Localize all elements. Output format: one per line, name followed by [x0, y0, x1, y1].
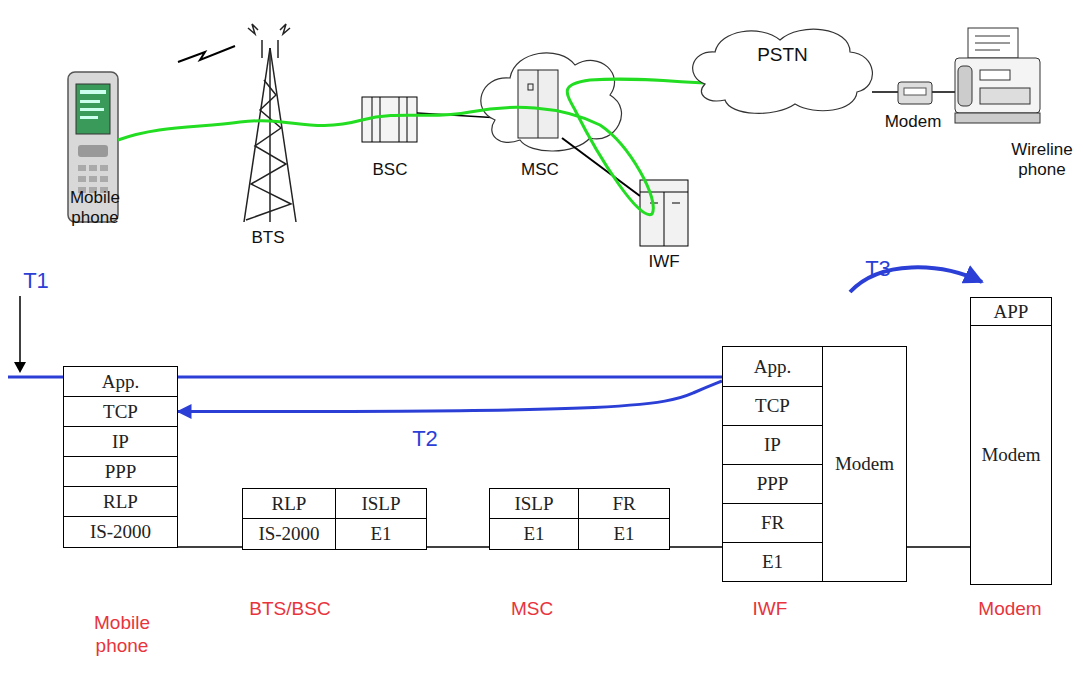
device-label: Mobile phone [55, 188, 135, 229]
device-label: BSC [360, 160, 420, 180]
t1-pointer-head [14, 362, 26, 373]
node-text: ISLP [361, 493, 400, 515]
wire [562, 138, 640, 196]
node-text: Modem [981, 444, 1040, 466]
protocol-layer-box: APP [970, 297, 1052, 326]
protocol-layer-box: E1 [578, 518, 670, 550]
msc-cloud [481, 53, 622, 151]
node-text: TCP [755, 395, 790, 417]
device-label: Modem [878, 112, 948, 132]
protocol-layer-box: E1 [722, 542, 823, 582]
node-text: IS-2000 [258, 523, 319, 545]
node-text: E1 [523, 523, 544, 545]
protocol-layer-box: Modem [970, 325, 1052, 585]
node-text: RLP [103, 491, 138, 513]
protocol-layer-box: App. [722, 346, 823, 387]
device-label: BTS [238, 228, 298, 248]
node-text: IP [764, 434, 781, 456]
protocol-layer-box: E1 [335, 518, 427, 550]
node-text: E1 [762, 551, 783, 573]
modem-icon [898, 82, 932, 104]
protocol-layer-box: RLP [63, 486, 178, 517]
time-marker: T1 [16, 268, 56, 294]
time-marker: T2 [405, 426, 445, 452]
node-text: Modem [835, 453, 894, 475]
node-text: PPP [757, 473, 789, 495]
stack-label: IWF [735, 598, 805, 621]
protocol-layer-box: FR [578, 488, 670, 519]
stack-label: Mobile phone [77, 612, 167, 658]
node-text: TCP [103, 401, 138, 423]
node-text: App. [102, 371, 139, 393]
radio-link [178, 46, 235, 62]
node-text: PSTN [757, 44, 808, 66]
t1-pointer [19, 296, 21, 370]
node-text: PPP [105, 461, 137, 483]
protocol-layer-box: IS-2000 [63, 516, 178, 548]
device-label: Wireline phone [1004, 140, 1080, 181]
protocol-layer-box: App. [63, 366, 178, 397]
link-line [178, 546, 242, 548]
protocol-layer-box: PPP [63, 456, 178, 487]
t1-line [8, 376, 63, 379]
node-text: FR [612, 493, 635, 515]
protocol-layer-box: ISLP [489, 488, 579, 519]
stack-label: BTS/BSC [240, 598, 340, 621]
wireline-phone-icon [955, 28, 1040, 123]
link-line [178, 376, 722, 379]
protocol-layer-box: E1 [489, 518, 579, 550]
protocol-layer-box: ISLP [335, 488, 427, 519]
protocol-layer-box: Modem [822, 346, 907, 582]
time-marker: T3 [858, 256, 898, 282]
node-text: IP [112, 431, 129, 453]
link-line [178, 381, 722, 412]
stack-label: Modem [970, 598, 1050, 621]
msc-switch [518, 70, 558, 138]
protocol-layer-box: IP [722, 425, 823, 465]
node-text: E1 [613, 523, 634, 545]
node-text: ISLP [514, 493, 553, 515]
stack-label: MSC [497, 598, 567, 621]
link-line [670, 546, 722, 548]
protocol-layer-box: FR [722, 503, 823, 543]
protocol-layer-box: RLP [242, 488, 336, 519]
protocol-layer-box: TCP [722, 386, 823, 426]
protocol-layer-box: TCP [63, 396, 178, 427]
node-text: IS-2000 [90, 521, 151, 543]
node-text: FR [761, 512, 784, 534]
device-label: IWF [634, 252, 694, 272]
protocol-layer-box: IS-2000 [242, 518, 336, 550]
link-line [427, 546, 489, 548]
node-text: E1 [370, 523, 391, 545]
cloud-outline [685, 22, 880, 117]
node-text: App. [754, 356, 791, 378]
node-text: APP [994, 301, 1029, 323]
link-line [907, 546, 970, 548]
pstn-cloud: PSTN [685, 22, 880, 117]
protocol-layer-box: IP [63, 426, 178, 457]
device-label: MSC [510, 160, 570, 180]
node-text: RLP [272, 493, 307, 515]
protocol-layer-box: PPP [722, 464, 823, 504]
